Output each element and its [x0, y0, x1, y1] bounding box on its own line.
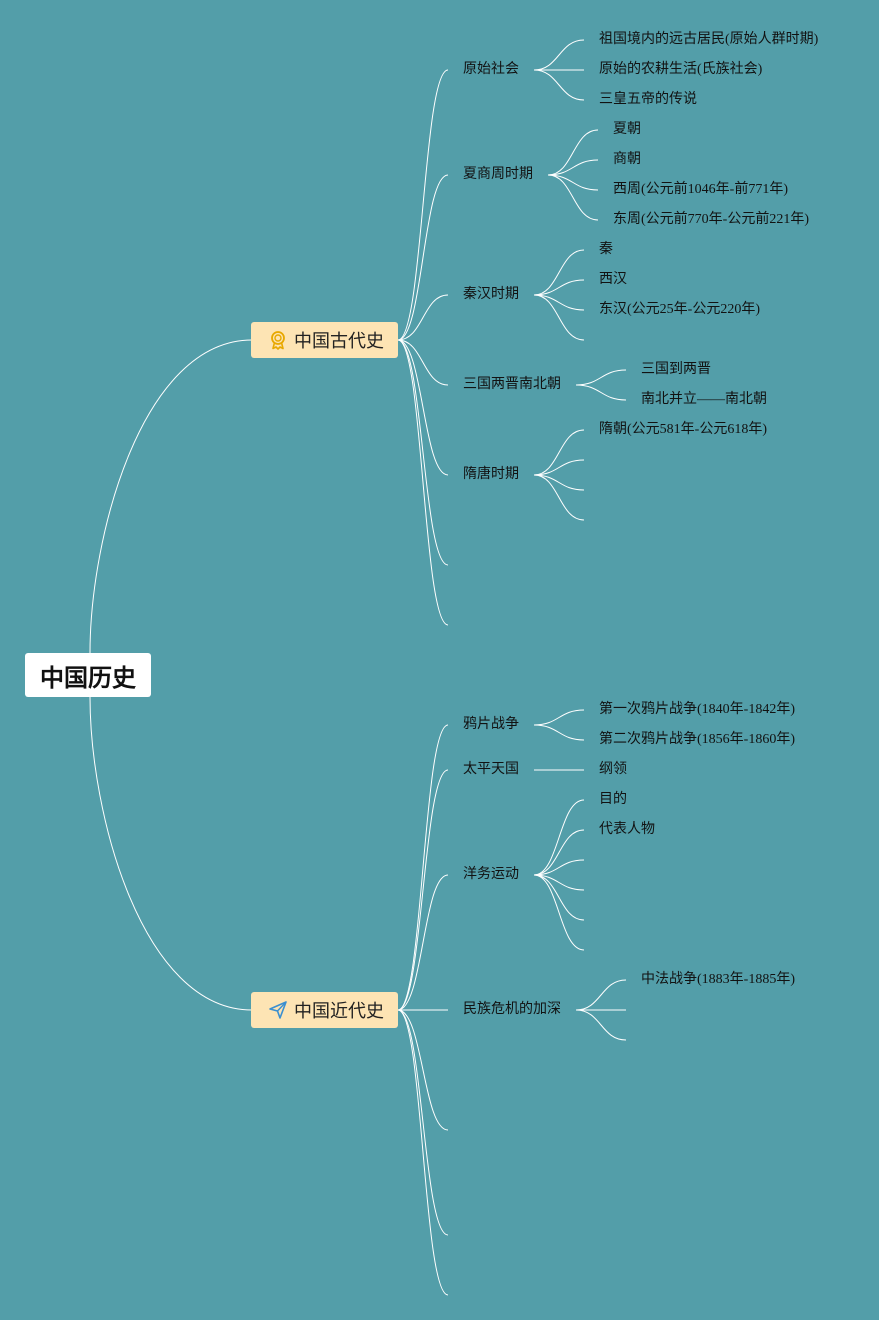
topic-connector-line	[397, 1009, 449, 1131]
leaf-connector-line	[547, 174, 599, 221]
branch-label: 中国古代史	[294, 331, 384, 352]
leaf-connector-line	[533, 709, 585, 726]
leaf-connector-line	[547, 159, 599, 176]
leaf-node[interactable]: 西周(公元前1046年-前771年)	[613, 182, 788, 197]
topic-connector-line	[397, 1009, 449, 1236]
leaf-node[interactable]: 代表人物	[599, 822, 655, 837]
leaf-connector-line	[533, 724, 585, 741]
leaf-node[interactable]: 原始的农耕生活(氏族社会)	[599, 62, 763, 77]
leaf-connector-line	[533, 474, 585, 491]
branch-modern-history[interactable]: 中国近代史	[251, 992, 398, 1028]
leaf-connector-line	[533, 874, 585, 891]
leaf-connector-line	[533, 249, 585, 296]
leaf-connector-line	[533, 459, 585, 476]
root-label: 中国历史	[40, 663, 136, 692]
topic-node[interactable]: 鸦片战争	[463, 717, 519, 732]
leaf-connector-line	[533, 39, 585, 71]
leaf-node[interactable]: 纲领	[599, 762, 627, 777]
topic-connector-line	[397, 339, 449, 566]
leaf-connector-line	[575, 1009, 627, 1041]
topic-node[interactable]: 原始社会	[463, 62, 519, 77]
root-connector-line	[89, 339, 253, 654]
topic-connector-line	[397, 339, 449, 386]
leaf-connector-line	[575, 369, 627, 386]
branch-label: 中国近代史	[294, 1001, 384, 1022]
topic-node[interactable]: 隋唐时期	[463, 467, 519, 482]
leaf-connector-line	[533, 429, 585, 476]
leaf-connector-line	[533, 294, 585, 341]
leaf-node[interactable]: 西汉	[599, 272, 627, 287]
leaf-connector-line	[547, 129, 599, 176]
leaf-connector-line	[533, 69, 585, 101]
leaf-node[interactable]: 中法战争(1883年-1885年)	[641, 972, 795, 987]
topic-node[interactable]: 洋务运动	[463, 867, 519, 882]
leaf-node[interactable]: 南北并立——南北朝	[641, 392, 767, 407]
leaf-connector-line	[533, 279, 585, 296]
award-ribbon-icon	[268, 330, 288, 350]
leaf-node[interactable]: 秦	[599, 242, 613, 257]
leaf-node[interactable]: 商朝	[613, 152, 641, 167]
leaf-node[interactable]: 东汉(公元25年-公元220年)	[599, 302, 760, 317]
leaf-connector-line	[533, 799, 585, 876]
leaf-node[interactable]: 第一次鸦片战争(1840年-1842年)	[599, 702, 795, 717]
topic-connector-line	[397, 69, 449, 341]
leaf-node[interactable]: 隋朝(公元581年-公元618年)	[599, 422, 767, 437]
topic-connector-line	[397, 339, 449, 476]
topic-connector-line	[397, 724, 449, 1011]
paper-plane-icon	[268, 1000, 288, 1020]
leaf-node[interactable]: 三皇五帝的传说	[599, 92, 697, 107]
leaf-connector-line	[533, 829, 585, 876]
topic-node[interactable]: 太平天国	[463, 762, 519, 777]
leaf-connector-line	[575, 384, 627, 401]
leaf-node[interactable]: 夏朝	[613, 122, 641, 137]
leaf-connector-line	[547, 174, 599, 191]
topic-connector-line	[397, 339, 449, 626]
leaf-connector-line	[533, 859, 585, 876]
leaf-connector-line	[575, 979, 627, 1011]
leaf-connector-line	[533, 874, 585, 921]
leaf-node[interactable]: 祖国境内的远古居民(原始人群时期)	[599, 32, 819, 47]
root-node[interactable]: 中国历史	[25, 653, 151, 697]
topic-node[interactable]: 夏商周时期	[463, 167, 533, 182]
leaf-node[interactable]: 第二次鸦片战争(1856年-1860年)	[599, 732, 795, 747]
topic-node[interactable]: 秦汉时期	[463, 287, 519, 302]
leaf-node[interactable]: 目的	[599, 792, 627, 807]
topic-connector-line	[397, 1009, 449, 1296]
leaf-connector-line	[533, 874, 585, 951]
topic-connector-line	[397, 874, 449, 1011]
root-connector-line	[89, 696, 253, 1011]
topic-node[interactable]: 民族危机的加深	[463, 1002, 561, 1017]
branch-ancient-history[interactable]: 中国古代史	[251, 322, 398, 358]
leaf-node[interactable]: 东周(公元前770年-公元前221年)	[613, 212, 809, 227]
topic-node[interactable]: 三国两晋南北朝	[463, 377, 561, 392]
leaf-node[interactable]: 三国到两晋	[641, 362, 711, 377]
leaf-connector-line	[533, 474, 585, 521]
topic-connector-line	[397, 174, 449, 341]
topic-connector-line	[397, 769, 449, 1011]
topic-connector-line	[397, 294, 449, 341]
leaf-connector-line	[533, 294, 585, 311]
